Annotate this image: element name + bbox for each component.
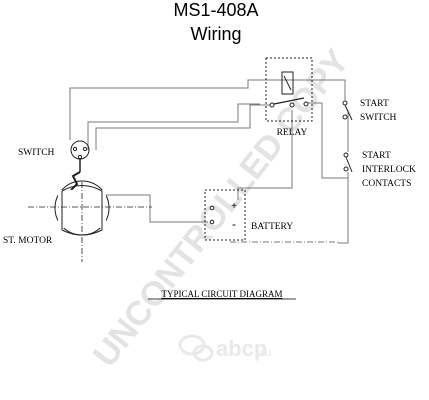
interlock-label-1: START (362, 151, 391, 161)
relay-terminal (269, 102, 275, 108)
abcp-logo-brand: abcp (216, 336, 267, 361)
diagram-title: MS1-408A (173, 0, 258, 20)
st-motor-label: ST. MOTOR (3, 236, 53, 246)
interlock-label-3: CONTACTS (362, 179, 411, 189)
abcp-logo: abcp .ru (178, 334, 271, 362)
interlock-label-2: INTERLOCK (362, 165, 416, 175)
relay-contact (273, 97, 305, 105)
start-switch (342, 100, 353, 121)
relay (265, 57, 313, 122)
relay-label: RELAY (277, 128, 308, 138)
watermark-text: UNCONTROLLED COPY (86, 42, 357, 374)
abcp-logo-tld: .ru (257, 345, 271, 359)
switch-label: SWITCH (18, 148, 55, 158)
relay-terminal (303, 101, 309, 107)
battery-plus: + (231, 201, 237, 212)
interlock-contacts (343, 152, 353, 173)
battery-label: BATTERY (251, 222, 293, 232)
start-switch-label-1: START (360, 99, 389, 109)
starter-motor (28, 180, 152, 262)
solenoid-switch (70, 140, 90, 191)
relay-terminal (289, 102, 295, 108)
relay-box (265, 57, 313, 122)
watermark: UNCONTROLLED COPY (86, 42, 357, 374)
battery-box (204, 189, 246, 241)
relay-coil (281, 71, 294, 95)
start-switch-label-2: SWITCH (360, 113, 397, 123)
diagram-caption: TYPICAL CIRCUIT DIAGRAM (161, 289, 282, 299)
wires (69, 79, 349, 244)
diagram-subtitle: Wiring (190, 24, 241, 44)
abcp-logo-icon (178, 334, 214, 362)
battery-minus: - (232, 217, 236, 231)
battery: + - (204, 189, 246, 241)
